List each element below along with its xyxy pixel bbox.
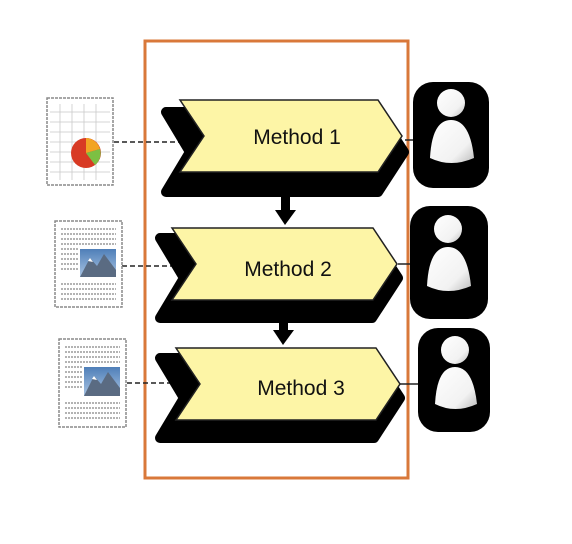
method-chevron-3-shape [174,347,401,421]
method-3-label: Method 3 [257,377,345,400]
method-chevron-1: Method 1 [161,99,409,197]
method-chevron-1-shape [178,99,403,173]
method-chevron-2-shape [170,227,398,301]
landscape-document-icon [58,338,127,428]
person-icon [413,82,489,188]
method-chevron-2: Method 2 [155,227,403,323]
method-1-label: Method 1 [253,126,341,149]
method-chevron-3: Method 3 [155,347,405,443]
flow-connector-1-2 [275,180,296,225]
person-icon [410,206,488,319]
landscape-document-icon [54,220,123,308]
pie-chart-spreadsheet-icon [46,97,114,186]
method-2-label: Method 2 [244,258,332,281]
method-frame [143,39,410,480]
person-icon [418,328,490,432]
